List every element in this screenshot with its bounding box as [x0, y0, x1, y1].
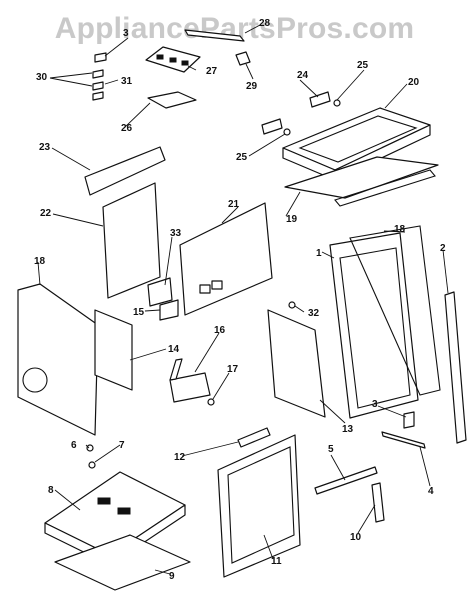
part-11-door-frame [217, 434, 301, 578]
part-28-strip [184, 29, 245, 42]
label-24: 24 [297, 70, 309, 81]
part-22-side [102, 182, 161, 299]
label-3-top: 3 [123, 28, 129, 39]
label-1: 1 [316, 248, 322, 259]
label-13: 13 [342, 424, 354, 435]
part-1-front-frame [329, 225, 441, 419]
label-8: 8 [48, 485, 54, 496]
label-25-top: 25 [357, 60, 369, 71]
label-18-right: 18 [394, 224, 406, 235]
label-21: 21 [228, 199, 240, 210]
label-5: 5 [328, 444, 334, 455]
label-19: 19 [286, 214, 298, 225]
part-23-backguard [84, 146, 166, 196]
part-10-hinge [371, 482, 385, 523]
part-17-screw [207, 398, 215, 406]
part-number-labels: 28 3 27 30 31 29 24 25 20 26 25 23 19 22… [34, 18, 446, 582]
label-16: 16 [214, 325, 226, 336]
label-3-lower: 3 [372, 399, 378, 410]
part-4-hinge [381, 431, 426, 449]
label-2: 2 [440, 243, 446, 254]
label-12: 12 [174, 452, 186, 463]
label-29: 29 [246, 81, 258, 92]
label-9: 9 [169, 571, 175, 582]
label-10: 10 [350, 532, 362, 543]
part-12-strip [237, 427, 271, 448]
part-13-side-panel [267, 309, 326, 418]
part-29 [235, 51, 251, 66]
label-27: 27 [206, 66, 218, 77]
part-21-back [179, 202, 273, 316]
label-14: 14 [168, 344, 180, 355]
label-33: 33 [170, 228, 182, 239]
part-33-15-bracket [147, 277, 179, 321]
part-9-plate [54, 534, 191, 591]
label-4: 4 [428, 486, 434, 497]
label-28: 28 [259, 18, 271, 29]
label-6: 6 [71, 440, 77, 451]
part-18-left-side [17, 283, 99, 436]
label-22: 22 [40, 208, 52, 219]
label-30: 30 [36, 72, 48, 83]
label-11: 11 [271, 556, 282, 567]
label-15: 15 [133, 307, 145, 318]
label-25-mid: 25 [236, 152, 248, 163]
part-24-vents [261, 91, 331, 135]
part-30-31-clips [92, 69, 104, 101]
leader-lines [37, 24, 449, 575]
label-31: 31 [121, 76, 133, 87]
part-14-panel [94, 309, 133, 391]
label-26: 26 [121, 123, 133, 134]
part-27-bracket [145, 46, 201, 73]
part-5-strip [314, 466, 378, 495]
part-3-clip [94, 52, 107, 63]
part-19-panel [284, 156, 439, 207]
part-2-trim [444, 291, 467, 444]
label-17: 17 [227, 364, 239, 375]
part-16-bracket [169, 358, 211, 403]
part-3-lower [403, 411, 415, 429]
label-18-left: 18 [34, 256, 46, 267]
label-20: 20 [408, 77, 420, 88]
part-26-bracket [147, 91, 197, 109]
label-7: 7 [119, 440, 125, 451]
part-32-screw [288, 301, 296, 309]
label-32: 32 [308, 308, 320, 319]
part-6-7-fasteners [86, 444, 96, 469]
part-8-base [44, 471, 186, 566]
label-23: 23 [39, 142, 51, 153]
